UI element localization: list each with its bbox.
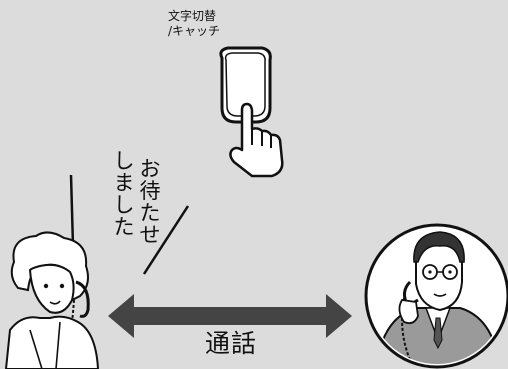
- woman-on-phone-icon: [4, 231, 100, 369]
- pointing-hand-icon: [229, 102, 284, 178]
- speech-line-right: [142, 205, 190, 275]
- key-label: 文字切替 /キャッチ: [168, 9, 221, 38]
- speech-text-column-2: しました: [113, 149, 135, 239]
- talk-label: 通話: [205, 329, 258, 358]
- speech-text-column-1: お待たせ: [139, 157, 161, 247]
- man-on-phone-icon: [364, 223, 508, 369]
- double-arrow-icon: [108, 294, 352, 338]
- speech-line-left: [69, 174, 75, 247]
- key-button-icon: [219, 46, 272, 124]
